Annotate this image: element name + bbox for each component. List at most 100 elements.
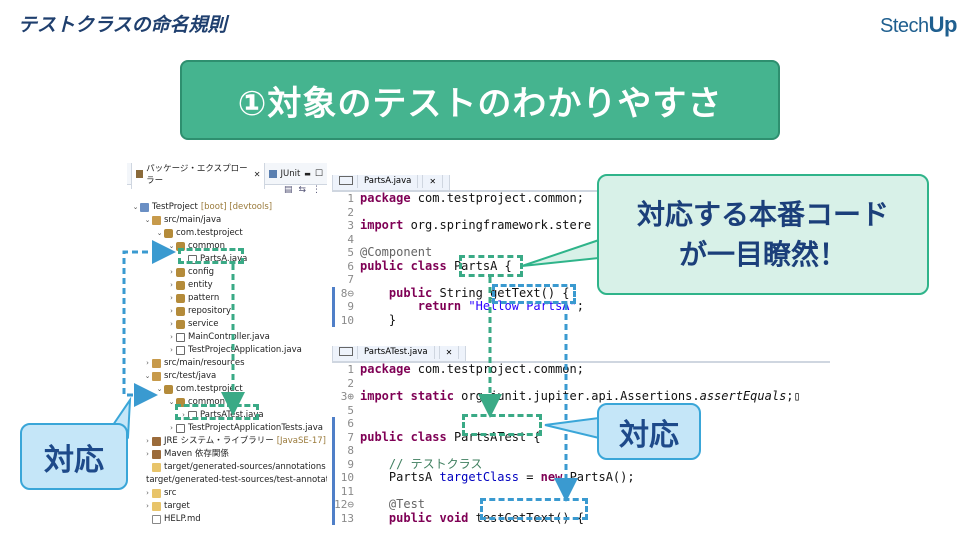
tab-partsatest-java[interactable]: PartsATest.java ✕ [332,346,467,361]
tree-item[interactable]: ›entity [127,279,327,292]
tree-item[interactable]: ⌄com.testproject [127,227,327,240]
highlight-gettext [492,284,576,304]
code-line[interactable]: 7 [332,273,830,287]
code-line[interactable]: 8⊖ public String getText() { [332,286,830,301]
code-line[interactable]: 10 PartsA targetClass = new PartsA(); [332,470,830,485]
tree-item[interactable]: ›pattern [127,292,327,305]
maximize-icon[interactable]: ☐ [314,168,323,179]
link-editor-icon[interactable]: ⇆ [298,185,306,195]
expand-toggle-icon[interactable]: › [170,333,173,341]
junit-icon [269,169,278,178]
code-line[interactable]: 2 [332,377,830,391]
tree-item-label: src/main/java [164,215,222,225]
headline-banner: ①対象のテストのわかりやすさ [180,60,780,140]
code-line[interactable]: 8 [332,444,830,458]
tree-item[interactable]: ⌄src/test/java [127,370,327,383]
highlight-class-partsa [459,255,523,277]
file-icon [152,515,161,524]
code-line[interactable]: 6 [332,417,830,431]
explorer-tabbar: パッケージ・エクスプローラー ✕ JUnit ▬ ☐ [127,163,327,189]
expand-toggle-icon[interactable]: › [170,294,173,302]
pkg-icon [176,268,185,277]
code-line[interactable]: 9 // テストクラス [332,457,830,472]
code-line[interactable]: 5 [332,404,830,418]
tree-item[interactable]: HELP.md [127,513,327,525]
expand-toggle-icon[interactable]: ⌄ [168,398,175,406]
tree-item[interactable]: ›TestProjectApplication.java [127,344,327,357]
code-line[interactable]: 11 [332,485,830,499]
tree-item[interactable]: ⌄ com.testproject [127,383,327,396]
tree-item[interactable]: ⌄common [127,396,327,409]
expand-toggle-icon[interactable]: › [146,359,149,367]
code-line[interactable]: 4 [332,233,830,247]
tree-item[interactable]: ›src/main/resources [127,357,327,370]
expand-toggle-icon[interactable]: › [146,502,149,510]
line-number: 3⊕ [340,390,354,403]
view-menu-icon[interactable]: ⋮ [312,185,321,195]
expand-toggle-icon[interactable]: › [170,424,173,432]
expand-toggle-icon[interactable]: › [146,489,149,497]
collapse-all-icon[interactable]: ▤ [283,185,293,195]
tab-package-explorer[interactable]: パッケージ・エクスプローラー ✕ [131,163,266,189]
expand-toggle-icon[interactable]: ⌄ [168,242,175,250]
tree-item-label: com.testproject [176,384,243,394]
tree-item[interactable]: ›TestProjectApplicationTests.java [127,422,327,435]
expand-toggle-icon[interactable]: ⌄ [144,216,151,224]
callout-main: 対応する本番コード が一目瞭然！ [597,174,929,295]
expand-toggle-icon[interactable]: › [182,411,185,419]
code-line[interactable]: 12⊖ @Test [332,497,830,512]
tree-item[interactable]: ›target [127,500,327,513]
tab-partsa-java[interactable]: PartsA.java ✕ [332,175,451,190]
tree-item[interactable]: ›MainController.java [127,331,327,344]
pkg-icon [176,320,185,329]
code-line[interactable]: 2 [332,206,830,220]
close-icon[interactable]: ✕ [438,346,460,359]
expand-toggle-icon[interactable]: ⌄ [156,229,163,237]
src-icon [152,372,161,381]
expand-toggle-icon[interactable]: › [146,437,149,445]
line-number: 9 [347,457,354,471]
close-icon[interactable]: ✕ [422,175,444,188]
tree-item[interactable]: ›src [127,487,327,500]
code-line[interactable]: 9 return "Hellow PartsA"; [332,299,830,314]
logo-text-stech: Stech [880,15,929,37]
tree-item[interactable]: ›service [127,318,327,331]
tree-item-label: target/generated-test-sources/test-annot… [146,475,327,485]
close-icon[interactable]: ✕ [253,169,261,179]
tab-junit[interactable]: JUnit [269,169,300,179]
tree-item[interactable]: ⌄ src/main/java [127,214,327,227]
code-line[interactable]: 10 } [332,313,830,328]
tree-item[interactable]: ›Maven 依存関係 [127,448,327,461]
expand-toggle-icon[interactable]: ⌄ [144,372,151,380]
code-text: PartsA targetClass = new PartsA(); [360,470,635,484]
expand-toggle-icon[interactable]: › [170,320,173,328]
tree-item[interactable]: ›JRE システム・ライブラリー[JavaSE-17] [127,435,327,448]
tree-item[interactable]: ⌄TestProject[boot] [devtools] [127,201,327,214]
tree-item[interactable]: ›repository [127,305,327,318]
expand-toggle-icon[interactable]: › [170,281,173,289]
highlight-class-partsatest [462,414,542,436]
tree-item-label: config [188,267,215,277]
editor-tabbar: PartsA.java ✕ [332,175,830,192]
tree-item[interactable]: › config [127,266,327,279]
code-line[interactable]: 5@Component [332,245,830,260]
expand-toggle-icon[interactable]: ⌄ [156,385,163,393]
expand-toggle-icon[interactable]: › [146,450,149,458]
change-marker [332,417,335,525]
expand-toggle-icon[interactable]: › [170,346,173,354]
line-number: 10 [340,313,354,327]
expand-toggle-icon[interactable]: › [170,307,173,315]
expand-toggle-icon[interactable]: ⌄ [132,203,139,211]
minimize-icon[interactable]: ▬ [304,169,311,178]
expand-toggle-icon[interactable]: › [170,268,173,276]
code-line[interactable]: 3⊕import static org.junit.jupiter.api.As… [332,389,830,404]
tree-item[interactable]: target/generated-test-sources/test-annot… [127,474,327,487]
code-text: @Test [388,497,426,511]
tree-item[interactable]: target/generated-sources/annotations [127,461,327,474]
